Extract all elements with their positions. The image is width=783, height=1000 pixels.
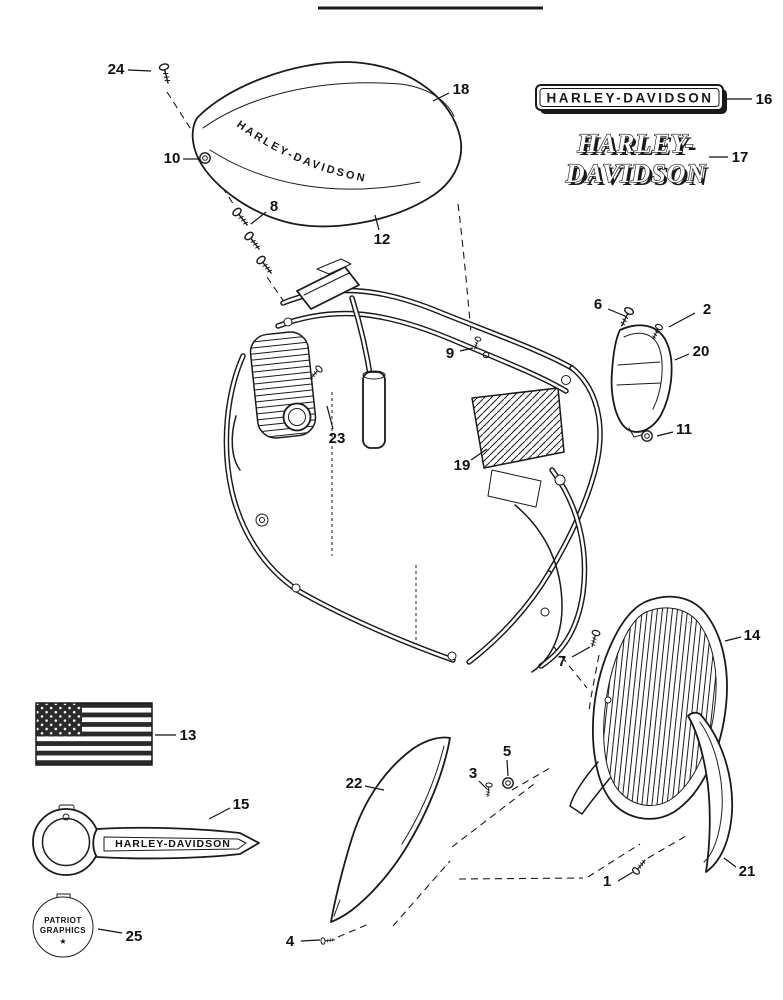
svg-text:19: 19 bbox=[454, 457, 471, 474]
key-emblem-text: HARLEY-DAVIDSON bbox=[115, 838, 231, 850]
svg-text:1: 1 bbox=[603, 873, 611, 890]
svg-text:4: 4 bbox=[286, 933, 295, 950]
svg-text:10: 10 bbox=[164, 150, 181, 167]
screw-7 bbox=[587, 628, 602, 649]
nameplate-text: HARLEY-DAVIDSON bbox=[546, 91, 713, 106]
svg-text:18: 18 bbox=[453, 81, 470, 98]
callout-9: 9 bbox=[446, 345, 474, 362]
svg-text:5: 5 bbox=[503, 743, 511, 760]
fuel-tank: HARLEY-DAVIDSON bbox=[191, 61, 463, 228]
callout-7: 7 bbox=[558, 646, 591, 670]
svg-text:12: 12 bbox=[374, 231, 391, 248]
svg-text:17: 17 bbox=[732, 149, 749, 166]
side-cover-lower bbox=[569, 595, 728, 820]
screw-3 bbox=[484, 782, 493, 798]
screw-8a bbox=[230, 206, 252, 229]
key-emblem: HARLEY-DAVIDSON bbox=[32, 804, 260, 876]
svg-text:9: 9 bbox=[446, 345, 454, 362]
callout-20: 20 bbox=[674, 343, 710, 361]
screw-8b bbox=[242, 230, 264, 253]
svg-text:14: 14 bbox=[744, 627, 761, 644]
fasteners bbox=[158, 62, 664, 945]
frame-top-bracket bbox=[316, 258, 352, 275]
frame-rear-band bbox=[514, 504, 563, 673]
svg-text:21: 21 bbox=[739, 863, 756, 880]
stacked-logo-decal: HARLEY- DAVIDSON HARLEY- DAVIDSON bbox=[564, 128, 710, 191]
logo-line1-shadow: HARLEY- bbox=[579, 132, 697, 161]
logo-line1: HARLEY- bbox=[576, 129, 694, 158]
logo-line2-shadow: DAVIDSON bbox=[568, 162, 710, 191]
side-cover-upper bbox=[610, 324, 673, 438]
logo-line2: DAVIDSON bbox=[565, 159, 707, 188]
frame-tank-mount-cylinder bbox=[362, 371, 386, 449]
frame-steering-head bbox=[296, 266, 360, 310]
callout-14: 14 bbox=[724, 627, 761, 644]
screw-8c bbox=[254, 254, 276, 277]
frame-right-grille bbox=[471, 387, 565, 469]
chin-panel bbox=[330, 736, 451, 923]
callout-10: 10 bbox=[164, 150, 199, 167]
callout-13: 13 bbox=[155, 727, 196, 744]
svg-text:8: 8 bbox=[270, 198, 278, 215]
callout-1: 1 bbox=[603, 871, 634, 890]
svg-text:11: 11 bbox=[676, 421, 692, 438]
callout-2: 2 bbox=[668, 301, 711, 328]
svg-text:24: 24 bbox=[108, 61, 125, 78]
callout-15: 15 bbox=[208, 796, 250, 820]
svg-text:22: 22 bbox=[346, 775, 363, 792]
svg-text:16: 16 bbox=[756, 91, 773, 108]
nameplate-decal: HARLEY-DAVIDSON bbox=[535, 84, 727, 114]
frame-hole bbox=[282, 402, 312, 432]
side-cover-lower-tab bbox=[569, 761, 611, 815]
side-trim bbox=[687, 711, 734, 873]
flag-decal bbox=[35, 702, 153, 766]
svg-text:7: 7 bbox=[558, 653, 566, 670]
callout-24: 24 bbox=[108, 61, 152, 78]
frame-left-bracket bbox=[231, 415, 241, 471]
screw-1 bbox=[630, 856, 649, 876]
patriot-star-icon: ★ bbox=[59, 937, 66, 946]
callout-25: 25 bbox=[97, 928, 143, 945]
svg-text:6: 6 bbox=[594, 296, 602, 313]
patriot-line2: GRAPHICS bbox=[40, 926, 86, 935]
svg-text:20: 20 bbox=[693, 343, 710, 360]
callout-11: 11 bbox=[656, 421, 692, 438]
callout-22: 22 bbox=[346, 775, 385, 792]
washer-9 bbox=[482, 351, 490, 359]
grommet-11 bbox=[641, 430, 653, 442]
callout-12: 12 bbox=[374, 214, 391, 248]
screw-6 bbox=[616, 305, 636, 329]
svg-text:13: 13 bbox=[180, 727, 197, 744]
callout-5: 5 bbox=[503, 743, 511, 777]
svg-text:23: 23 bbox=[329, 430, 346, 447]
callout-8: 8 bbox=[250, 198, 278, 225]
callout-21: 21 bbox=[723, 857, 756, 880]
grommet-5 bbox=[502, 777, 514, 789]
patriot-decal: PATRIOT GRAPHICS ★ bbox=[32, 893, 94, 958]
svg-text:25: 25 bbox=[126, 928, 143, 945]
callout-19: 19 bbox=[454, 448, 488, 474]
callout-6: 6 bbox=[594, 296, 626, 317]
callout-3: 3 bbox=[469, 765, 488, 790]
callout-16: 16 bbox=[727, 91, 772, 108]
callout-4: 4 bbox=[286, 933, 321, 950]
svg-text:3: 3 bbox=[469, 765, 477, 782]
svg-text:15: 15 bbox=[233, 796, 250, 813]
callouts: 1 2 3 4 5 6 7 8 9 10 11 12 13 14 15 16 1… bbox=[97, 61, 772, 950]
motorcycle-frame bbox=[226, 258, 600, 673]
svg-text:2: 2 bbox=[703, 301, 711, 318]
callout-17: 17 bbox=[709, 149, 748, 166]
frame-battery-box bbox=[487, 469, 542, 508]
patriot-line1: PATRIOT bbox=[44, 916, 81, 925]
screw-24 bbox=[158, 62, 174, 86]
callout-23: 23 bbox=[326, 405, 346, 447]
callout-18: 18 bbox=[432, 81, 470, 102]
screw-4 bbox=[320, 936, 336, 945]
